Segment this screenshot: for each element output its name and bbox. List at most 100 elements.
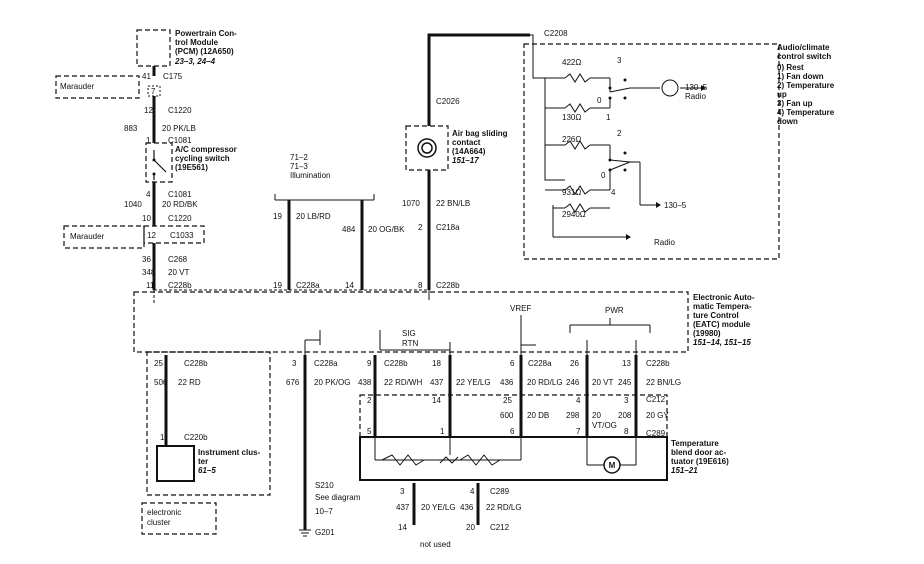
splice-name: S210	[315, 481, 334, 490]
conn-c289a: C289	[646, 429, 666, 438]
eatc-box	[133, 291, 689, 353]
splice-ref: 10–7	[315, 507, 333, 516]
marauder-1-label: Marauder	[60, 82, 95, 91]
pin-14b: 14	[432, 396, 441, 405]
wire-color-246: 20 VT	[592, 378, 613, 387]
res-931: 931Ω	[562, 188, 581, 197]
audio-switch-box	[523, 43, 780, 260]
wire-num-506: 506	[154, 378, 168, 387]
contact-0b: 0	[601, 171, 606, 180]
pcm-title-2: trol Module	[175, 38, 219, 47]
marauder-1-pin: 7	[151, 87, 156, 96]
illum-ref-2: 71–3	[290, 162, 308, 171]
pin-41: 41	[142, 72, 151, 81]
contact-1: 1	[606, 113, 611, 122]
conn-c268: C268	[168, 255, 188, 264]
wire-num-484: 484	[342, 225, 356, 234]
audio-pos-4b: down	[777, 117, 798, 126]
conn-c220b: C220b	[184, 433, 208, 442]
wire-color-298-b: VT/OG	[592, 421, 617, 430]
pin-3c: 3	[400, 487, 405, 496]
airbag-title-1: Air bag sliding	[452, 129, 508, 138]
wire-num-298: 298	[566, 411, 580, 420]
pin-20: 20	[466, 523, 475, 532]
conn-c289b: C289	[490, 487, 510, 496]
radio-switch-icon	[661, 79, 679, 97]
vref-label: VREF	[510, 304, 531, 313]
wire-color-506: 22 RD	[178, 378, 201, 387]
connector-c212-dashed	[359, 394, 668, 438]
pin-6b: 6	[510, 427, 515, 436]
airbag-ref: 151–17	[452, 156, 479, 165]
wire-num-348: 348	[142, 268, 156, 277]
cluster-title-2: ter	[198, 457, 208, 466]
wire-num-437b: 437	[396, 503, 410, 512]
pin-36: 36	[142, 255, 151, 264]
pwr-label: PWR	[605, 306, 624, 315]
eatc-title-3: ture Control	[693, 311, 739, 320]
audio-pos-4: 4) Temperature	[777, 108, 835, 117]
conn-c228a-1: C228a	[296, 281, 320, 290]
eatc-title-2: matic Tempera-	[693, 302, 752, 311]
pin-10: 10	[142, 214, 151, 223]
radio-top-ref: 130–5	[685, 83, 708, 92]
pin-5a: 5	[367, 427, 372, 436]
pin-4c: 4	[470, 487, 475, 496]
electronic-cluster-box	[141, 502, 217, 535]
marauder-2-box	[63, 225, 145, 249]
conn-c228a-3: C228a	[528, 359, 552, 368]
ac-switch-box	[145, 142, 173, 183]
conn-c228b-5: C228b	[646, 359, 670, 368]
electronic-cluster-2: cluster	[147, 518, 171, 527]
splice-see: See diagram	[315, 493, 361, 502]
pin-18: 18	[432, 359, 441, 368]
pcm-title-3: (PCM) (12A650)	[175, 47, 234, 56]
blend-title-1: Temperature	[671, 439, 719, 448]
pin-1b: 1	[160, 433, 165, 442]
contact-0a: 0	[597, 96, 602, 105]
wire-color-438: 22 RD/WH	[384, 378, 422, 387]
pin-25b: 25	[503, 396, 512, 405]
eatc-title-4: (EATC) module	[693, 320, 751, 329]
audio-title-1: Audio/climate	[777, 43, 830, 52]
pcm-title-1: Powertrain Con-	[175, 29, 237, 38]
pin-13: 13	[622, 359, 631, 368]
pin-12b: 12	[147, 231, 156, 240]
wire-num-436: 436	[500, 378, 514, 387]
audio-pos-3: 3) Fan up	[777, 99, 813, 108]
res-2940: 2940Ω	[562, 210, 586, 219]
wire-num-246: 246	[566, 378, 580, 387]
wire-color-437b: 20 YE/LG	[421, 503, 456, 512]
contact-2: 2	[617, 129, 622, 138]
conn-c2208: C2208	[544, 29, 568, 38]
illum-ref-1: 71–2	[290, 153, 308, 162]
pin-26: 26	[570, 359, 579, 368]
pin-1c: 1	[440, 427, 445, 436]
pin-7: 7	[576, 427, 581, 436]
pin-9: 9	[367, 359, 372, 368]
illum-label: Illumination	[290, 171, 330, 180]
airbag-box	[405, 125, 449, 171]
pin-14c: 14	[398, 523, 407, 532]
motor-glyph: M	[609, 461, 616, 470]
cluster-dashed-box	[146, 351, 271, 496]
conn-c1033: C1033	[170, 231, 194, 240]
pcm-box	[136, 29, 171, 67]
wire-color-676: 20 PK/OG	[314, 378, 350, 387]
conn-c1081b: C1081	[168, 190, 192, 199]
conn-c228b-2: C228b	[436, 281, 460, 290]
pin-1a: 1	[146, 136, 151, 145]
blend-door-resistor-1	[381, 454, 425, 466]
radio-bottom-ref: 130–5	[664, 201, 687, 210]
wire-color-436b: 22 RD/LG	[486, 503, 522, 512]
audio-title-2: control switch	[777, 52, 831, 61]
pin-8b: 8	[624, 427, 629, 436]
conn-c218a: C218a	[436, 223, 460, 232]
blend-ref: 151–21	[671, 466, 698, 475]
contact-3: 3	[617, 56, 622, 65]
eatc-title-5: (19980)	[693, 329, 721, 338]
eatc-ref: 151–14, 151–15	[693, 338, 751, 347]
wire-color-245: 22 BN/LG	[646, 378, 681, 387]
pin-4a: 4	[146, 190, 151, 199]
